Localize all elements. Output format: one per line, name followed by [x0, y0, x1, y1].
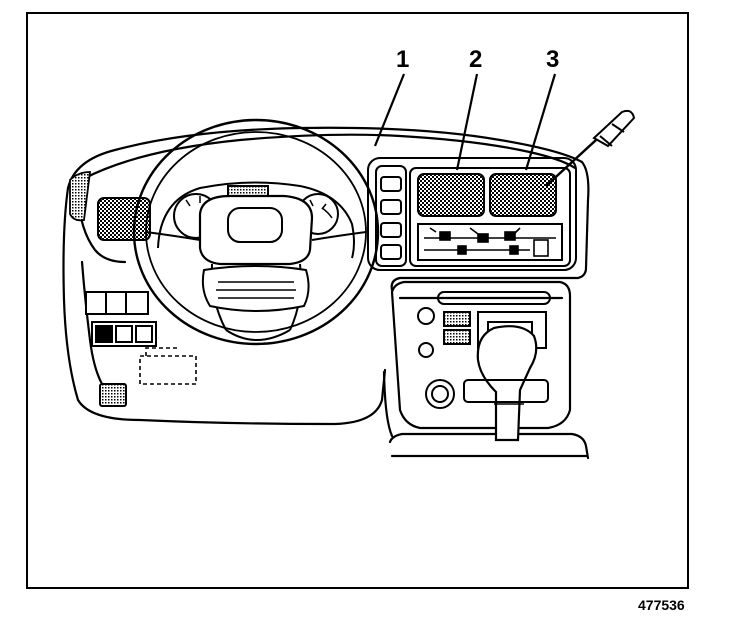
dashboard-outline [62, 126, 590, 460]
steering-wheel [132, 118, 380, 346]
vent-left-center [417, 173, 485, 217]
climate-controls [424, 227, 556, 257]
figure-frame [26, 12, 689, 589]
callout-2: 2 [469, 46, 483, 73]
leader-lines [373, 73, 557, 171]
callout-1: 1 [396, 46, 410, 73]
screwdriver-tool [545, 109, 636, 187]
hidden-component-outline [139, 347, 197, 385]
lower-console [425, 379, 549, 409]
figure-reference-code: 477536 [638, 597, 685, 613]
vent-right-center [489, 173, 557, 217]
leader-line-1 [373, 73, 406, 147]
gear-shifter [476, 325, 538, 442]
center-vents [417, 173, 557, 217]
callout-3: 3 [546, 46, 560, 73]
leader-line-2 [455, 73, 479, 171]
vent-left [97, 197, 151, 241]
left-side-vents [69, 171, 151, 241]
leader-line-3 [524, 73, 557, 171]
left-switches [85, 291, 157, 407]
